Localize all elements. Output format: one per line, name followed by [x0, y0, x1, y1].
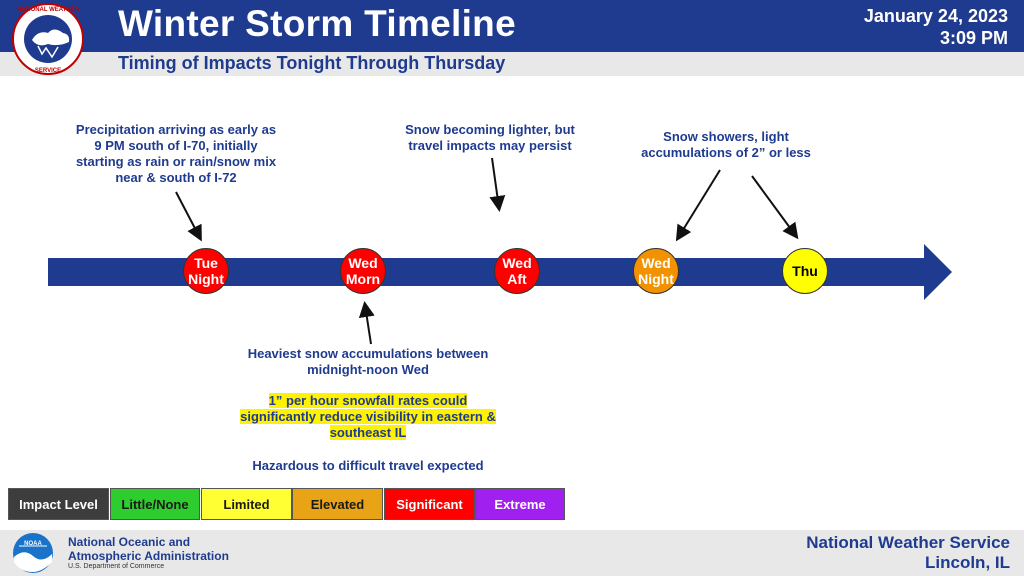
- legend-limited: Limited: [201, 488, 292, 520]
- issue-date-time: January 24, 2023 3:09 PM: [864, 5, 1008, 49]
- issue-date: January 24, 2023: [863, 6, 1008, 26]
- noaa-logo-icon: NOAA: [13, 533, 53, 573]
- annotation-tue-night: Precipitation arriving as early as 9 PM …: [75, 122, 277, 185]
- nws-office: National Weather Service Lincoln, IL: [806, 533, 1010, 572]
- annotation-travel: Hazardous to difficult travel expected: [252, 458, 484, 473]
- svg-text:NOAA: NOAA: [24, 541, 42, 547]
- annotation-wed-aft: Snow becoming lighter, but travel impact…: [405, 122, 575, 153]
- noaa-name: National Oceanic and Atmospheric Adminis…: [68, 535, 229, 563]
- annotation-wed-morn: Heaviest snow accumulations between midn…: [247, 346, 489, 377]
- legend-impact-level: Impact Level: [8, 488, 109, 520]
- nws-logo-icon: NATIONAL WEATHER SERVICE: [12, 3, 84, 75]
- legend-significant: Significant: [384, 488, 475, 520]
- pointer-arrow-wed-aft: [489, 157, 506, 212]
- header-bar: [0, 0, 1024, 52]
- annotation-wed-night-thu: Snow showers, light accumulations of 2” …: [641, 129, 811, 160]
- legend-elevated: Elevated: [292, 488, 383, 520]
- noaa-department: U.S. Department of Commerce: [68, 563, 165, 570]
- issue-time: 3:09 PM: [939, 28, 1008, 48]
- page-title: Winter Storm Timeline: [118, 3, 516, 44]
- legend-extreme: Extreme: [475, 488, 565, 520]
- timeline-node-thu: Thu: [782, 248, 828, 294]
- pointer-arrow-tue-night: [175, 191, 202, 242]
- svg-text:NATIONAL WEATHER: NATIONAL WEATHER: [17, 7, 80, 13]
- pointer-arrow-wed-night: [675, 169, 721, 242]
- svg-text:SERVICE: SERVICE: [35, 68, 61, 74]
- footer-bar: [0, 530, 1024, 576]
- annotation-snowfall-rates: 1” per hour snowfall rates could signifi…: [240, 393, 496, 440]
- pointer-arrow-thu: [751, 175, 799, 240]
- legend-little-none: Little/None: [110, 488, 200, 520]
- subtitle-bar: [0, 52, 1024, 76]
- pointer-arrow-wed-morn: [358, 301, 375, 345]
- page-subtitle: Timing of Impacts Tonight Through Thursd…: [118, 53, 506, 73]
